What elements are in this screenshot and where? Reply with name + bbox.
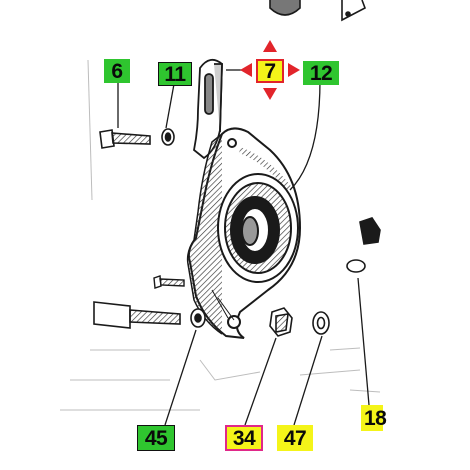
bolt-part-6 [99, 128, 175, 149]
top-partial-parts [269, 0, 366, 22]
nut-part-34 [269, 307, 293, 337]
callout-45: 45 [137, 425, 175, 451]
small-bolt [153, 275, 185, 289]
callout-6: 6 [104, 59, 130, 83]
bearing-housing [186, 127, 302, 339]
washer-part-47 [312, 311, 330, 335]
pin-part-18 [346, 217, 381, 273]
callout-18: 18 [361, 405, 387, 431]
callout-11: 11 [158, 62, 192, 86]
callout-34: 34 [225, 425, 263, 451]
callout-12: 12 [303, 61, 339, 85]
shaft [93, 301, 206, 329]
callout-47: 47 [277, 425, 313, 451]
highlight-arrows [240, 40, 300, 100]
leader-lines [117, 69, 370, 426]
callout-7: 7 [256, 59, 284, 83]
